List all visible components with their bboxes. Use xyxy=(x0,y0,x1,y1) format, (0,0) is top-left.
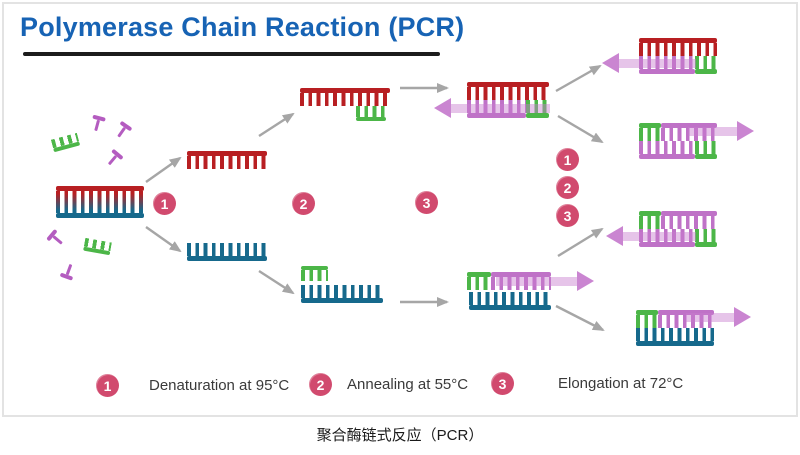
denatured-strand-teal xyxy=(187,243,267,261)
title-underline xyxy=(23,52,440,56)
elongation-top-template xyxy=(467,82,549,100)
template-strand-bar xyxy=(56,186,144,191)
product1-red-strand xyxy=(639,38,717,56)
product3-bottom-strand xyxy=(639,229,717,247)
legend-step2-circle: 2 xyxy=(309,373,332,396)
diagram-panel: Polymerase Chain Reaction (PCR) xyxy=(2,2,798,417)
product4-top-strand xyxy=(636,310,714,328)
synthesis-arrow-right xyxy=(688,121,754,141)
step2-marker: 2 xyxy=(292,192,315,215)
page-title: Polymerase Chain Reaction (PCR) xyxy=(20,12,465,42)
elongation-top-new-strand xyxy=(467,100,549,118)
cycle-step3-marker: 3 xyxy=(556,204,579,227)
nucleotide-icon xyxy=(89,114,106,134)
legend-step2-label: Annealing at 55°C xyxy=(347,376,469,393)
nucleotide-icon xyxy=(103,148,124,170)
elongation-bottom-template xyxy=(469,292,551,310)
annealed-red-strand xyxy=(300,88,390,106)
synthesis-arrow-left xyxy=(602,53,696,73)
legend-step3-label: Elongation at 72°C xyxy=(558,375,684,392)
step3-marker: 3 xyxy=(415,191,438,214)
primer-on-red-strand xyxy=(356,106,386,121)
legend-item-denaturation: 1 Denaturation at 95°C xyxy=(96,374,289,397)
nucleotide-icon xyxy=(59,261,78,281)
dsdna-template xyxy=(56,186,144,218)
synthesis-arrow-left xyxy=(606,226,696,246)
nucleotide-icon xyxy=(113,120,133,142)
elongation-bottom-new-strand xyxy=(467,272,551,290)
cycle-step1-marker: 1 xyxy=(556,148,579,171)
free-primer-icon xyxy=(50,132,81,153)
synthesis-arrow-right xyxy=(686,307,751,327)
legend-step3-circle: 3 xyxy=(491,372,514,395)
annealed-teal-strand xyxy=(301,285,383,303)
legend-step1-circle: 1 xyxy=(96,374,119,397)
synthesis-arrow-right xyxy=(496,271,594,291)
denatured-strand-red xyxy=(187,151,267,169)
nucleotide-icon xyxy=(46,228,67,249)
cycle-step2-marker: 2 xyxy=(556,176,579,199)
figure-caption: 聚合酶链式反应（PCR） xyxy=(316,427,484,444)
synthesis-arrow-left xyxy=(434,98,550,118)
base-pair-rungs xyxy=(56,191,144,213)
product4-teal-strand xyxy=(636,328,714,346)
legend-item-annealing: 2 Annealing at 55°C xyxy=(309,373,468,396)
product2-bottom-strand xyxy=(639,141,717,159)
free-primer-icon xyxy=(83,237,112,256)
product2-top-strand xyxy=(639,123,717,141)
complement-strand-bar xyxy=(56,213,144,218)
legend-item-elongation: 3 Elongation at 72°C xyxy=(491,372,683,395)
legend-step1-label: Denaturation at 95°C xyxy=(149,377,290,394)
primer-on-teal-strand xyxy=(301,266,328,281)
product1-new-strand xyxy=(639,56,717,74)
step1-marker: 1 xyxy=(153,192,176,215)
product3-top-strand xyxy=(639,211,717,229)
